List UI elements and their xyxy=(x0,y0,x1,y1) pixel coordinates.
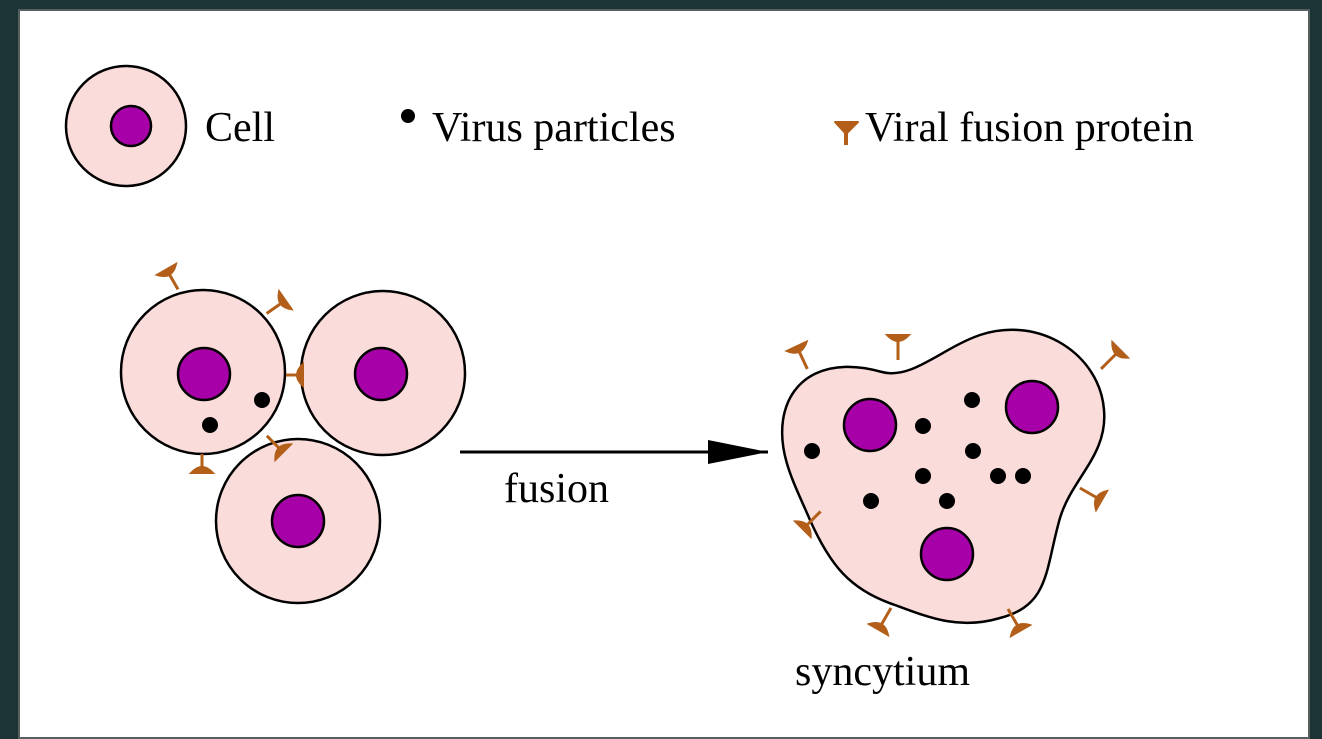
nucleus-upper-right xyxy=(355,348,407,400)
legend-fusion-protein-icon xyxy=(835,122,858,145)
fusion-protein xyxy=(887,335,909,360)
fusion-protein xyxy=(787,342,818,374)
separate-cells xyxy=(121,264,465,603)
legend-protein-label: Viral fusion protein xyxy=(865,105,1194,151)
legend: Cell Virus particles Viral fusion protei… xyxy=(66,66,1194,186)
fusion-protein xyxy=(157,264,188,295)
nucleus xyxy=(921,528,973,580)
legend-nucleus-icon xyxy=(111,106,151,146)
virus-particle xyxy=(939,493,955,509)
virus-particle xyxy=(254,392,270,408)
virus-particle xyxy=(915,418,931,434)
virus-particle xyxy=(804,443,820,459)
virus-particle xyxy=(965,443,981,459)
nucleus-upper-left xyxy=(178,348,230,400)
virus-particle xyxy=(1015,468,1031,484)
legend-virus-label: Virus particles xyxy=(432,105,676,151)
legend-cell-label: Cell xyxy=(205,105,275,151)
legend-virus-particle-icon xyxy=(401,109,415,123)
virus-particle xyxy=(863,493,879,509)
fusion-protein xyxy=(286,364,303,386)
syncytium xyxy=(782,330,1128,636)
nucleus xyxy=(844,399,896,451)
syncytium-label: syncytium xyxy=(795,649,970,695)
fusion-protein xyxy=(1074,478,1107,510)
fusion-protein xyxy=(1093,342,1128,377)
nucleus-lower xyxy=(272,495,324,547)
virus-particle xyxy=(202,417,218,433)
fusion-protein xyxy=(869,602,901,635)
nucleus xyxy=(1006,381,1058,433)
virus-particle xyxy=(990,468,1006,484)
fusion-protein xyxy=(191,454,213,473)
virus-particle xyxy=(915,468,931,484)
fusion-label: fusion xyxy=(504,466,609,512)
virus-particle xyxy=(964,392,980,408)
